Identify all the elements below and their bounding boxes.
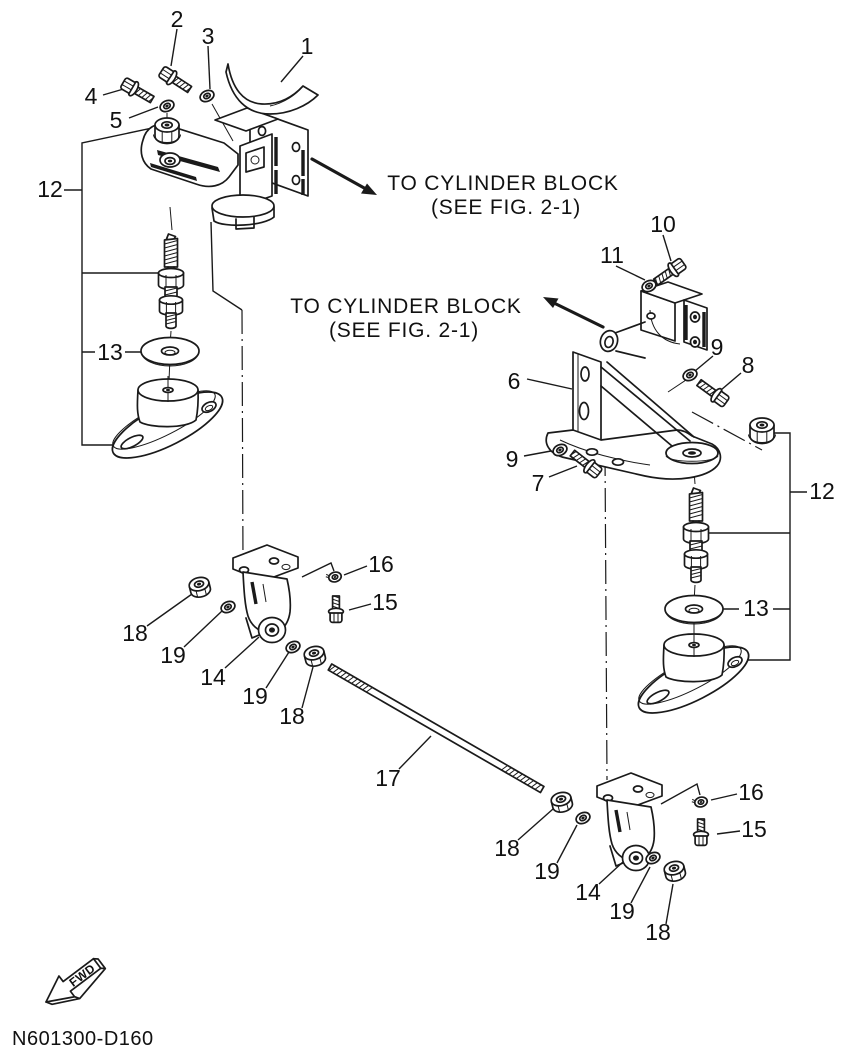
rubber-mount-left xyxy=(103,375,232,472)
callout-19b: 19 xyxy=(242,683,268,709)
callout-2: 2 xyxy=(171,6,184,32)
lock-washer-16-b xyxy=(690,794,710,810)
annotation-upper: TO CYLINDER BLOCK (SEE FIG. 2-1) xyxy=(310,157,618,219)
callout-18d: 18 xyxy=(645,919,671,945)
upper-mount-bracket-left xyxy=(140,63,319,230)
group-bracket-lines xyxy=(64,126,807,661)
bolt-8 xyxy=(693,375,732,410)
callout-14a: 14 xyxy=(200,664,226,690)
callout-19d: 19 xyxy=(609,898,635,924)
callout-7: 7 xyxy=(532,470,545,496)
nut-18-d xyxy=(661,858,688,885)
callout-16b: 16 xyxy=(738,779,764,805)
callout-17: 17 xyxy=(375,765,401,791)
callout-9a: 9 xyxy=(711,334,724,360)
rubber-mount-right xyxy=(629,630,758,727)
annotation-lower: TO CYLINDER BLOCK (SEE FIG. 2-1) xyxy=(290,295,605,342)
callout-6: 6 xyxy=(508,368,521,394)
annotation-upper-line1: TO CYLINDER BLOCK xyxy=(387,172,618,195)
callout-18a: 18 xyxy=(122,620,148,646)
callout-5: 5 xyxy=(110,107,123,133)
callout-10: 10 xyxy=(650,211,676,237)
callout-3: 3 xyxy=(202,23,215,49)
bolt-15-a xyxy=(327,594,345,624)
nut-18-a xyxy=(186,574,213,601)
callout-8: 8 xyxy=(742,352,755,378)
bolt-2 xyxy=(156,63,196,98)
bolt-15-b xyxy=(692,817,710,847)
callout-15a: 15 xyxy=(372,589,398,615)
callout-19a: 19 xyxy=(160,642,186,668)
engine-damper-cover xyxy=(225,63,319,115)
drawing-code: N601300-D160 xyxy=(12,1028,154,1050)
fwd-direction-arrow: FWD xyxy=(45,957,107,1006)
upper-mount-bracket-right xyxy=(545,281,722,480)
nut-18-b xyxy=(301,643,328,670)
washer-5 xyxy=(157,97,177,115)
callout-12b: 12 xyxy=(809,478,835,504)
callout-12a: 12 xyxy=(37,176,63,202)
mount-nut-left xyxy=(152,117,182,145)
assembly-center-lines xyxy=(166,103,763,781)
lock-washer-16-a xyxy=(324,569,344,585)
stud-left xyxy=(157,233,185,330)
callout-4: 4 xyxy=(85,83,98,109)
stud-right xyxy=(682,487,710,584)
callout-13a: 13 xyxy=(97,339,123,365)
callout-9b: 9 xyxy=(506,446,519,472)
mount-nut-right xyxy=(747,417,777,445)
lower-bracket-left xyxy=(231,543,300,645)
washer-19-a xyxy=(218,598,238,616)
connecting-rod-17 xyxy=(327,663,545,794)
washer-19-b xyxy=(283,638,303,656)
annotation-upper-line2: (SEE FIG. 2-1) xyxy=(431,196,581,219)
arrow-to-cylinder-block-lower xyxy=(543,297,559,308)
bolt-4 xyxy=(118,75,158,108)
annotation-lower-line2: (SEE FIG. 2-1) xyxy=(329,319,479,342)
callout-labels: 1 2 3 4 5 6 7 8 9 9 10 11 12 12 13 13 14… xyxy=(37,6,835,945)
washer-19-c xyxy=(573,809,593,827)
washer-13-right xyxy=(664,594,724,625)
callout-19c: 19 xyxy=(534,858,560,884)
callout-1: 1 xyxy=(301,33,314,59)
callout-11: 11 xyxy=(600,242,624,268)
annotation-lower-line1: TO CYLINDER BLOCK xyxy=(290,295,521,318)
callout-18b: 18 xyxy=(279,703,305,729)
washer-13-left xyxy=(140,336,200,367)
arrow-to-cylinder-block-upper xyxy=(361,183,377,195)
callout-15b: 15 xyxy=(741,816,767,842)
callout-13b: 13 xyxy=(743,595,769,621)
nut-18-c xyxy=(548,789,575,816)
washer-3 xyxy=(197,87,217,105)
callout-18c: 18 xyxy=(494,835,520,861)
callout-14b: 14 xyxy=(575,879,601,905)
callout-16a: 16 xyxy=(368,551,394,577)
